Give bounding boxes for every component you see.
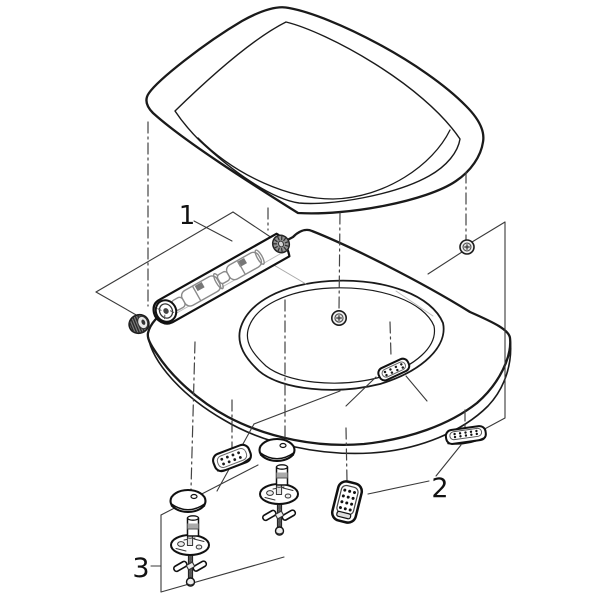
part2-label-leader-upper <box>435 444 462 477</box>
centerline-center-screw <box>338 212 341 311</box>
damper1-band <box>192 285 202 302</box>
center-screw-slot <box>336 315 342 321</box>
callout-2-label: 2 <box>431 473 448 504</box>
seat-ring <box>146 228 512 455</box>
pad-left-outline <box>212 443 252 473</box>
part2-screw-leader <box>427 251 463 275</box>
pad-mount-leader-right <box>405 375 428 402</box>
knob-teeth <box>271 234 290 254</box>
damper2-end <box>254 249 265 265</box>
part2-bracket-top-arm <box>471 221 506 243</box>
pad-mount-leader-left <box>345 376 377 407</box>
pad-right-dots <box>453 429 479 439</box>
hinge-end-cap <box>154 299 178 323</box>
nut-ribs <box>129 314 145 334</box>
hinge-bar-assembly <box>152 232 291 325</box>
seat-thickness-line <box>147 335 512 455</box>
pad-portrait-foot <box>336 510 352 520</box>
part1-bracket-left-arm <box>95 211 234 293</box>
pad-left-dots <box>220 451 242 466</box>
center-screw <box>331 310 347 326</box>
pad-seat-inner <box>381 361 406 378</box>
lid-rim-inner-line <box>174 21 461 205</box>
centerline-pad-portrait <box>345 427 348 482</box>
pad-seat-dots <box>383 363 404 377</box>
hinge-cap-mid-ring <box>158 303 174 319</box>
pad-portrait-dots <box>338 488 357 512</box>
damper-cartridge-2 <box>216 249 265 285</box>
pad-right-side <box>447 436 487 445</box>
buffer-pad-left <box>212 443 252 473</box>
callout-3-label: 3 <box>132 553 149 584</box>
pad-right-inner <box>449 427 483 441</box>
knob-center <box>277 240 285 248</box>
lid-dome-crease <box>197 129 451 200</box>
hinge-cap-center <box>163 308 169 314</box>
part1-label-leader <box>193 220 233 242</box>
lid-outer-outline <box>145 6 485 215</box>
buffer-pad-right <box>444 425 487 445</box>
callout-1-label: 1 <box>179 201 196 231</box>
seat-opening-inner-edge <box>246 287 436 384</box>
damper2-tip <box>216 270 231 285</box>
damper2-band <box>237 260 246 275</box>
seat-outer-outline <box>146 228 512 446</box>
buffer-pad-on-seat <box>377 357 411 382</box>
knurled-knob <box>271 234 291 254</box>
centerline-left-fixing <box>190 341 196 490</box>
lid-screw <box>459 239 475 255</box>
buffer-pad-portrait <box>330 480 364 524</box>
damper1-notch <box>194 282 205 292</box>
part1-bracket-lower-arm <box>95 291 139 317</box>
knurled-nut <box>128 313 150 335</box>
centerline-pad-on-seat <box>389 321 392 357</box>
lid-screw-slot <box>464 244 470 250</box>
hinge-cap-ticks <box>157 308 175 320</box>
pad-left-inner <box>216 447 248 469</box>
centerlines <box>147 121 467 490</box>
fixing-assembly-right <box>257 437 300 537</box>
seat-to-cap-leader-a <box>253 390 341 425</box>
pad-left-side <box>217 456 252 472</box>
part3-bracket-bottom-arm <box>160 556 285 593</box>
fixing-assembly-left <box>168 488 211 588</box>
nut-bore <box>141 319 146 325</box>
seat-opening-outer-edge <box>238 279 445 391</box>
part2-label-leader-lower <box>367 480 430 495</box>
lid <box>145 6 485 215</box>
seat-shading-line-2 <box>395 290 434 317</box>
